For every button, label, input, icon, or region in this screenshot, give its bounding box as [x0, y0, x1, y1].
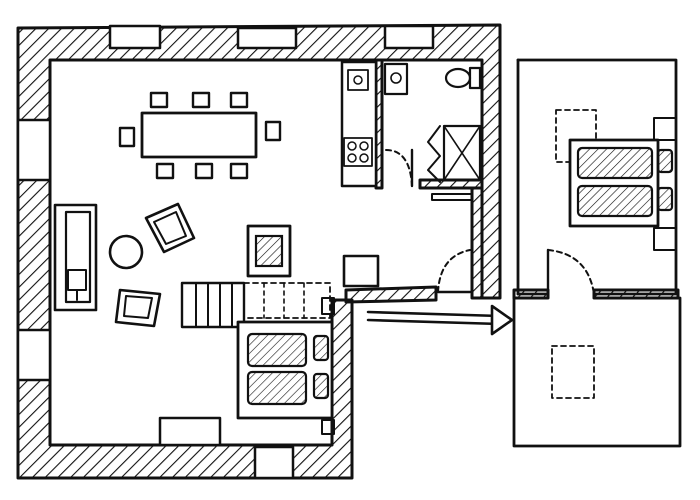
cabinet [342, 254, 380, 288]
outer-walls [16, 23, 502, 480]
sink-drain-icon [353, 75, 363, 85]
radiator [431, 193, 473, 201]
burner-icon [347, 141, 357, 151]
newel-post [321, 297, 335, 315]
arrow-head-icon [490, 304, 514, 336]
coffee-table [108, 234, 144, 270]
window-top-3 [383, 24, 435, 50]
arrow-to-annex [366, 304, 514, 336]
chair [155, 162, 175, 180]
fireplace [246, 224, 292, 278]
mattress-half [246, 332, 308, 368]
dining-set [118, 91, 282, 180]
arrow-line [366, 310, 502, 318]
windows [16, 24, 435, 480]
stove-icon [343, 137, 373, 167]
kitchen-counter [340, 60, 378, 188]
chair [229, 162, 249, 180]
toilet-icon [444, 67, 472, 89]
chair [194, 162, 214, 180]
burner-icon [359, 141, 369, 151]
toilet-tank-icon [468, 66, 482, 90]
interior-walls [344, 58, 484, 304]
outer-wall [16, 23, 502, 480]
stair-upper-dashed [243, 282, 331, 319]
annex-mattress [576, 184, 654, 218]
nightstand [321, 419, 335, 435]
skylight [551, 345, 595, 399]
basin-drain-icon [390, 72, 402, 84]
armchair [144, 202, 196, 254]
chair [149, 91, 169, 109]
bathroom [383, 62, 482, 201]
inner-right-wall [470, 186, 484, 300]
arrow-line [366, 318, 502, 326]
pillow [656, 186, 674, 212]
dining-table [140, 111, 258, 159]
shower-door [427, 125, 441, 183]
chair [264, 120, 282, 142]
window-top-2 [236, 26, 298, 50]
pillow [656, 148, 674, 174]
pillow [312, 334, 330, 362]
armchair-seat [123, 295, 153, 319]
window-bottom-1 [158, 416, 222, 447]
double-bed [236, 320, 335, 435]
shower-tray [442, 124, 482, 182]
annex-partition [512, 288, 550, 300]
annex [512, 58, 682, 448]
pillow [312, 372, 330, 400]
window-top-1 [108, 24, 162, 50]
bathroom-door-swing [385, 149, 413, 187]
chair [118, 126, 136, 148]
annex-partition [592, 288, 680, 300]
living-area [53, 202, 196, 328]
shower-cross-line [443, 125, 481, 181]
annex-lower-room [512, 296, 682, 448]
window-left-2 [16, 328, 52, 382]
annex-mattress [576, 146, 654, 180]
fireplace-inner [254, 234, 284, 268]
entrance-door [436, 249, 472, 294]
chair [229, 91, 249, 109]
armchair-seat [153, 211, 187, 245]
stair-flight [180, 281, 246, 329]
window-bottom-2 [253, 445, 295, 480]
sink-icon [347, 69, 369, 91]
annex-door-swing [547, 249, 595, 295]
entrance-door-swing [437, 249, 471, 293]
burner-icon [347, 153, 357, 163]
chair [191, 91, 211, 109]
annex-nightstand [653, 227, 677, 251]
armchair [114, 288, 162, 328]
sofa-seat [64, 210, 92, 304]
mattress-half [246, 370, 308, 406]
annex-nightstand [653, 117, 677, 141]
burner-icon [359, 153, 369, 163]
washbasin-icon [383, 62, 409, 96]
window-left-1 [16, 118, 52, 182]
hallway-wall [344, 285, 438, 304]
stairs [180, 281, 335, 329]
